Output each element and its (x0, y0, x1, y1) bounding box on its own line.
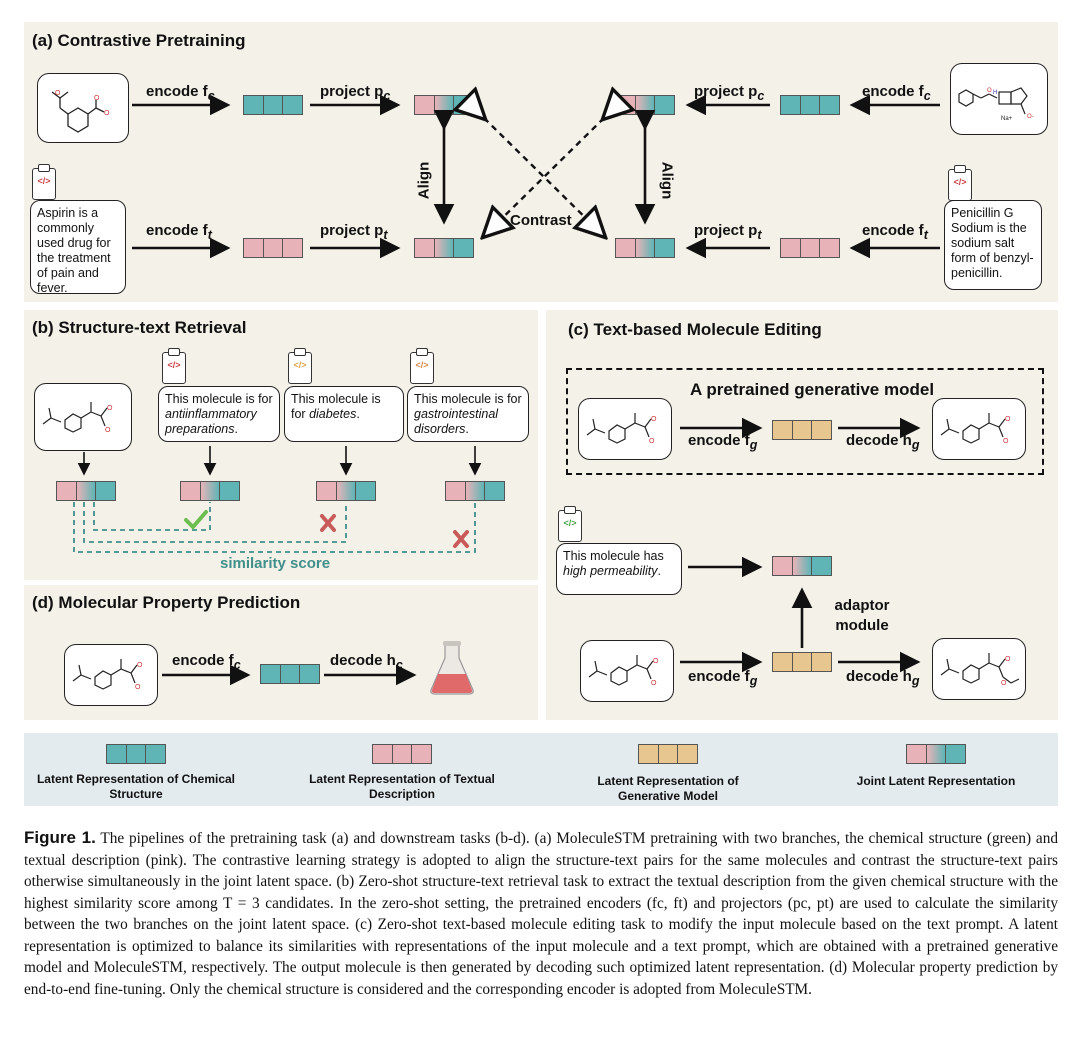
panel-d-title: (d) Molecular Property Prediction (32, 593, 301, 612)
legend-panel (24, 733, 1058, 806)
ibuprofen-molecule-box: O O (64, 644, 158, 706)
svg-text:O: O (1001, 680, 1007, 687)
legend-joint-swatch (906, 744, 966, 764)
panel-b-title: (b) Structure-text Retrieval (32, 318, 247, 337)
similarity-connector (73, 502, 476, 553)
svg-text:O: O (137, 662, 143, 669)
legend-gen-swatch (638, 744, 698, 764)
svg-text:O: O (1003, 438, 1009, 445)
molecule-drawing-icon: O O (72, 659, 143, 691)
molecule-drawing-icon: O O (940, 413, 1011, 445)
panel-a-title: (a) Contrastive Pretraining (32, 31, 246, 50)
encode-fg-label: encode fg (688, 432, 758, 452)
project-pt-left-label: project pt (320, 222, 388, 242)
pretrained-model-frame (566, 368, 1044, 475)
molecule-drawing-icon: O O (42, 402, 113, 434)
similarity-connector (83, 502, 347, 543)
svg-text:O: O (653, 658, 659, 665)
molecule-drawing-icon: O O (940, 653, 1020, 687)
chem-vector (260, 664, 320, 684)
generative-vector (772, 652, 832, 672)
project-pt-right-label: project pt (694, 222, 762, 242)
clipboard-code-icon: </> (162, 348, 186, 384)
figure-caption: Figure 1. The pipelines of the pretraini… (24, 827, 1058, 1000)
svg-text:Na+: Na+ (1001, 116, 1013, 122)
encode-ft-left-label: encode ft (146, 222, 212, 242)
svg-text:O: O (94, 95, 100, 102)
molecule-drawing-icon: O O (588, 655, 659, 687)
caption-body: The pipelines of the pretraining task (a… (24, 830, 1058, 998)
panel-c-title: (c) Text-based Molecule Editing (568, 320, 822, 339)
molecule-drawing-icon: O H Na+ O- (958, 87, 1034, 122)
clipboard-code-icon: </> (288, 348, 312, 384)
joint-vector (615, 238, 675, 258)
output-molecule-box: O O (932, 398, 1026, 460)
description-box-2: This molecule is for diabetes. (284, 386, 404, 442)
similarity-score-label: similarity score (220, 555, 331, 572)
chem-vector (243, 95, 303, 115)
svg-text:O-: O- (1027, 114, 1034, 120)
svg-text:O: O (135, 684, 141, 691)
input-molecule-box: O O (578, 398, 672, 460)
legend-text-swatch (372, 744, 432, 764)
encode-fg-label-2: encode fg (688, 668, 758, 688)
joint-vector (316, 481, 376, 501)
check-icon (184, 510, 208, 530)
chem-vector (780, 95, 840, 115)
input-molecule-box: O O (580, 640, 674, 702)
description-box-3: This molecule is for gastrointestinal di… (407, 386, 529, 442)
legend-text-label: Latent Representation of Textual Descrip… (309, 772, 495, 801)
cross-icon (320, 514, 336, 532)
joint-vector (772, 556, 832, 576)
svg-text:O: O (104, 110, 110, 117)
molecule-drawing-icon: O O (586, 413, 657, 445)
project-pc-right-label: project pc (694, 83, 765, 103)
clipboard-code-icon: </> (410, 348, 434, 384)
caption-label: Figure 1. (24, 828, 96, 847)
legend-joint-label: Joint Latent Representation (856, 774, 1016, 788)
legend-gen-label: Latent Representation of Generative Mode… (597, 774, 739, 803)
svg-text:O: O (105, 427, 111, 434)
joint-vector (180, 481, 240, 501)
pretrained-model-label: A pretrained generative model (690, 380, 935, 399)
svg-text:O: O (651, 416, 657, 423)
similarity-connector (93, 502, 211, 531)
ibuprofen-molecule-box: O O (34, 383, 132, 451)
svg-text:O: O (55, 90, 61, 97)
clipboard-code-icon: </> (32, 164, 56, 200)
encode-ft-right-label: encode ft (862, 222, 928, 242)
joint-vector (414, 238, 474, 258)
svg-text:O: O (651, 680, 657, 687)
adaptor-module-label: adaptor module (834, 597, 890, 634)
aspirin-molecule-box: O O O (37, 73, 129, 143)
svg-text:O: O (987, 88, 992, 94)
svg-text:H: H (993, 90, 997, 96)
text-vector (243, 238, 303, 258)
decode-hg-label: decode hg (846, 432, 920, 452)
aspirin-text-box: Aspirin is a commonly used drug for the … (30, 200, 126, 295)
description-box-1: This molecule is for antiinflammatory pr… (158, 386, 280, 442)
clipboard-code-icon: </> (558, 506, 582, 542)
flask-icon (430, 641, 474, 695)
legend-chem-label: Latent Representation of Chemical Struct… (36, 772, 236, 801)
cross-icon (453, 530, 469, 548)
encode-fc-right-label: encode fc (862, 83, 931, 103)
svg-text:O: O (649, 438, 655, 445)
generative-vector (772, 420, 832, 440)
clipboard-code-icon: </> (948, 165, 972, 201)
text-vector (780, 238, 840, 258)
decode-hg-label-2: decode hg (846, 668, 920, 688)
penicillin-text-box: Penicillin G Sodium is the sodium salt f… (944, 200, 1042, 290)
penicillin-molecule-box: O H Na+ O- (950, 63, 1048, 135)
molecule-drawing-icon: O O O (51, 90, 110, 133)
svg-text:O: O (107, 405, 113, 412)
joint-vector (56, 481, 116, 501)
legend-chem-swatch (106, 744, 166, 764)
prompt-text-box: This molecule has high permeability. (556, 543, 682, 595)
joint-vector (445, 481, 505, 501)
svg-text:O: O (1005, 656, 1011, 663)
svg-text:O: O (1005, 416, 1011, 423)
output-molecule-box: O O (932, 638, 1026, 700)
